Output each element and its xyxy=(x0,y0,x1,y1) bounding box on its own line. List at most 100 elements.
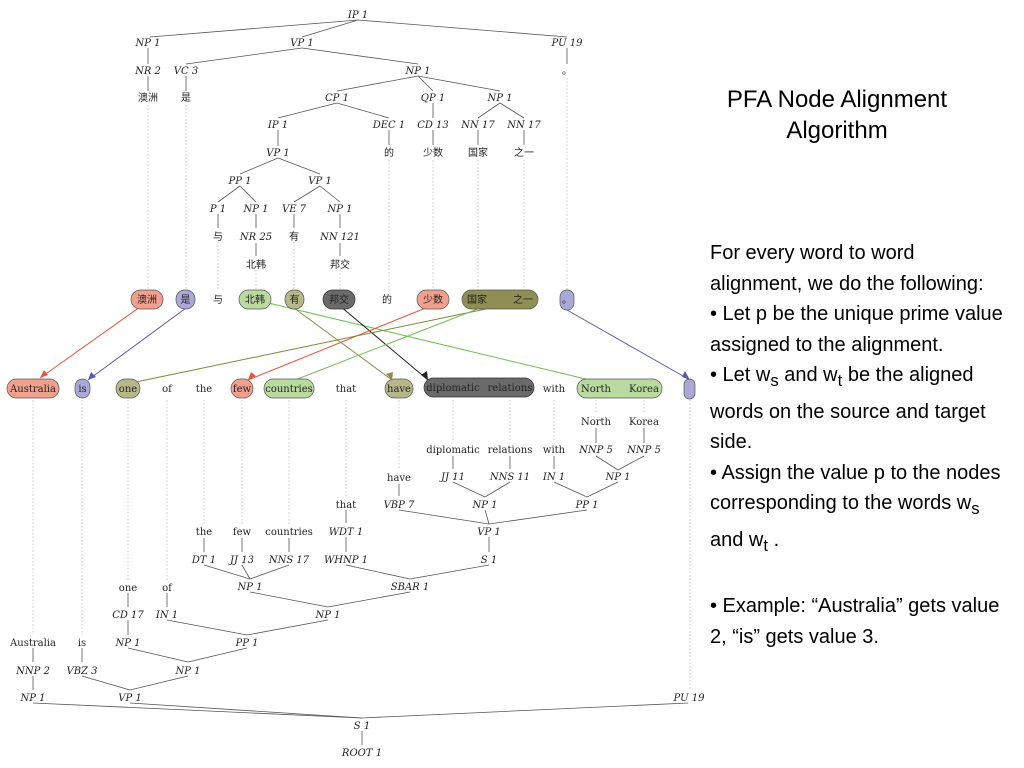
node-ip: IP 1 xyxy=(267,120,288,131)
bullet-text: . xyxy=(768,528,780,551)
bullet-text: be the aligned words on the source and t… xyxy=(710,364,986,453)
target-bubble-word: countries xyxy=(265,384,313,395)
node-np: NP 1 xyxy=(114,638,140,649)
bullet-text: • Assign the value p to the nodes corres… xyxy=(710,461,1001,515)
source-word: 之一 xyxy=(514,146,534,159)
node-np: NP 1 xyxy=(236,582,262,593)
node-vbz: VBZ 3 xyxy=(66,666,97,677)
node-nnp: NNP 5 xyxy=(578,445,613,456)
source-tree-labels: IP 1 NP 1 VP 1 PU 19 NR 2 VC 3 NP 1 CP 1… xyxy=(134,10,583,271)
spacer xyxy=(710,561,1010,591)
node-in: IN 1 xyxy=(542,472,565,483)
target-bubble-green xyxy=(576,378,663,399)
target-leaf: diplomatic xyxy=(426,445,480,456)
target-word-unaligned: with xyxy=(543,384,566,395)
node-cp: CP 1 xyxy=(325,93,349,104)
target-bubble-pink xyxy=(230,378,254,399)
target-leaf: countries xyxy=(265,527,313,538)
source-bubble-blue xyxy=(175,289,196,310)
source-bubble-word: 是 xyxy=(181,294,191,306)
node-whnp: WHNP 1 xyxy=(324,555,368,566)
target-word-unaligned: the xyxy=(196,384,212,395)
target-bubble-word: one xyxy=(119,384,137,395)
node-np: NP 1 xyxy=(174,666,200,677)
node-np: NP 1 xyxy=(604,472,630,483)
target-bubble-word: North xyxy=(581,384,612,395)
node-np: NP 1 xyxy=(471,500,497,511)
node-jj: JJ 13 xyxy=(228,555,254,566)
node-cd: CD 17 xyxy=(112,610,144,621)
source-bubble-green xyxy=(238,289,272,310)
source-word: 邦交 xyxy=(330,258,350,271)
node-s: S 1 xyxy=(354,721,370,732)
node-pu: PU 19 xyxy=(673,693,706,704)
bullet-words: • Let ws and wt be the aligned words on … xyxy=(710,360,1010,458)
node-sbar: SBAR 1 xyxy=(391,582,430,593)
intro-text: For every word to word alignment, we do … xyxy=(710,242,984,295)
source-bubble-blue xyxy=(559,289,575,311)
source-tree-edges xyxy=(147,19,568,256)
node-cd: CD 13 xyxy=(417,120,449,131)
node-np: NP 1 xyxy=(314,610,340,621)
node-nns: NNS 11 xyxy=(489,472,530,483)
node-jj: JJ 11 xyxy=(439,472,465,483)
node-vp: VP 1 xyxy=(266,148,290,159)
source-bubble-pink xyxy=(416,289,450,310)
node-nns: NNS 17 xyxy=(268,555,310,566)
node-ve: VE 7 xyxy=(282,204,307,215)
node-np: NP 1 xyxy=(242,204,268,215)
target-bubble-word: diplomatic xyxy=(426,383,480,394)
source-word: 国家 xyxy=(468,146,488,159)
target-bubble-dark xyxy=(423,377,535,398)
node-pp: PP 1 xyxy=(228,176,252,187)
source-word: 是 xyxy=(181,92,191,104)
subscript: t xyxy=(763,535,769,555)
target-bubble-olive xyxy=(384,378,414,399)
target-leaf: of xyxy=(162,583,173,594)
source-bubble-word: 北韩 xyxy=(245,293,265,306)
node-np: NP 1 xyxy=(486,93,512,104)
target-bubble-blue xyxy=(683,378,696,400)
target-leaf: Australia xyxy=(9,638,56,649)
node-wdt: WDT 1 xyxy=(329,527,364,538)
target-word-unaligned: of xyxy=(162,384,173,395)
bullet-assign: • Assign the value p to the nodes corres… xyxy=(710,458,1010,562)
target-bubble-word: Korea xyxy=(629,384,659,395)
target-bubble-pink xyxy=(6,378,60,399)
source-bubble-word: 邦交 xyxy=(329,293,349,306)
node-vp: VP 1 xyxy=(308,176,332,187)
subscript: s xyxy=(971,499,980,518)
target-tree-labels: North Korea NNP 5 NNP 5 diplomatic relat… xyxy=(9,417,705,759)
parse-tree-alignment-diagram: IP 1 NP 1 VP 1 PU 19 NR 2 VC 3 NP 1 CP 1… xyxy=(6,10,705,759)
target-bubble-word: have xyxy=(387,384,411,395)
node-pp: PP 1 xyxy=(575,500,599,511)
source-word: 的 xyxy=(384,146,394,159)
node-np: NP 1 xyxy=(134,38,160,49)
source-word: 有 xyxy=(289,230,299,243)
target-leaf: have xyxy=(387,473,411,484)
target-leaf: is xyxy=(78,638,86,649)
source-word-row: 澳洲 是 与 北韩 有 邦交 的 少数 国家 之一 。 xyxy=(130,289,575,311)
target-leaf: few xyxy=(233,527,252,538)
node-nr: NR 25 xyxy=(239,232,272,243)
source-word-unaligned: 与 xyxy=(213,294,223,306)
node-vp: VP 1 xyxy=(477,527,501,538)
target-bubble-word: relations xyxy=(488,383,533,394)
target-bubble-word: few xyxy=(233,384,252,395)
source-bubble-brown xyxy=(461,289,539,310)
slide-body: For every word to word alignment, we do … xyxy=(710,238,1010,652)
node-nr: NR 2 xyxy=(134,66,161,77)
source-bubble-word: 之一 xyxy=(513,293,533,306)
source-bubble-word: 少数 xyxy=(423,293,443,306)
source-word: 北韩 xyxy=(246,258,266,271)
node-nnp: NNP 2 xyxy=(15,666,50,677)
bullet-text: • Let w xyxy=(710,364,771,386)
node-np: NP 1 xyxy=(326,204,352,215)
target-leaf: one xyxy=(119,583,137,594)
node-pp: PP 1 xyxy=(235,638,259,649)
source-bubble-dark xyxy=(322,289,356,310)
target-bubble-word: Australia xyxy=(9,384,56,395)
subscript: t xyxy=(837,371,843,390)
target-leaf: North xyxy=(581,417,612,428)
node-np: NP 1 xyxy=(404,66,430,77)
